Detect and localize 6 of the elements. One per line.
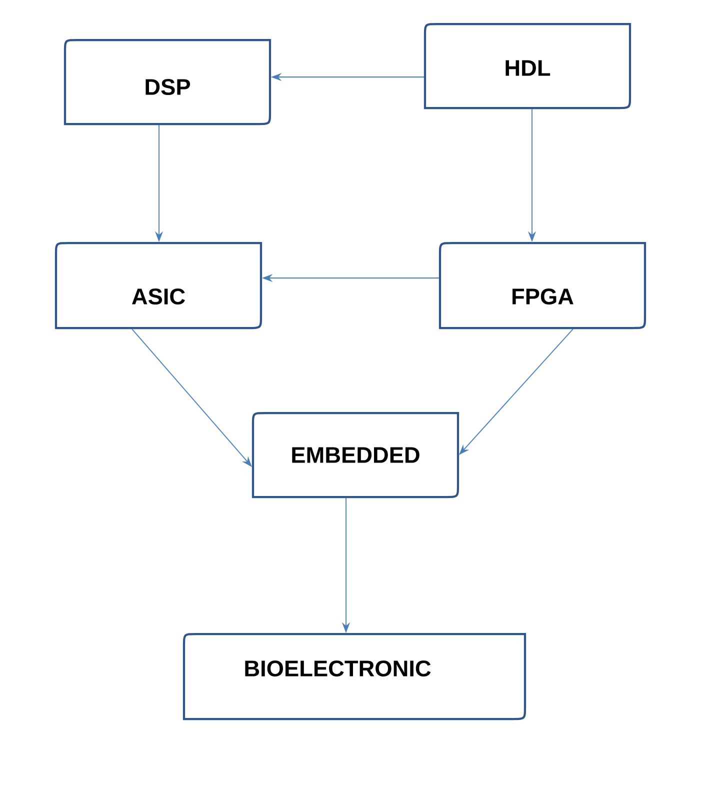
process-box: BIOELECTRONIC	[182, 632, 526, 720]
process-box: EMBEDDED	[252, 412, 460, 498]
process-box: FPGA	[438, 242, 646, 330]
process-box: ASIC	[54, 242, 262, 330]
process-box: HDL	[424, 22, 632, 110]
process-box: DSP	[64, 38, 272, 126]
